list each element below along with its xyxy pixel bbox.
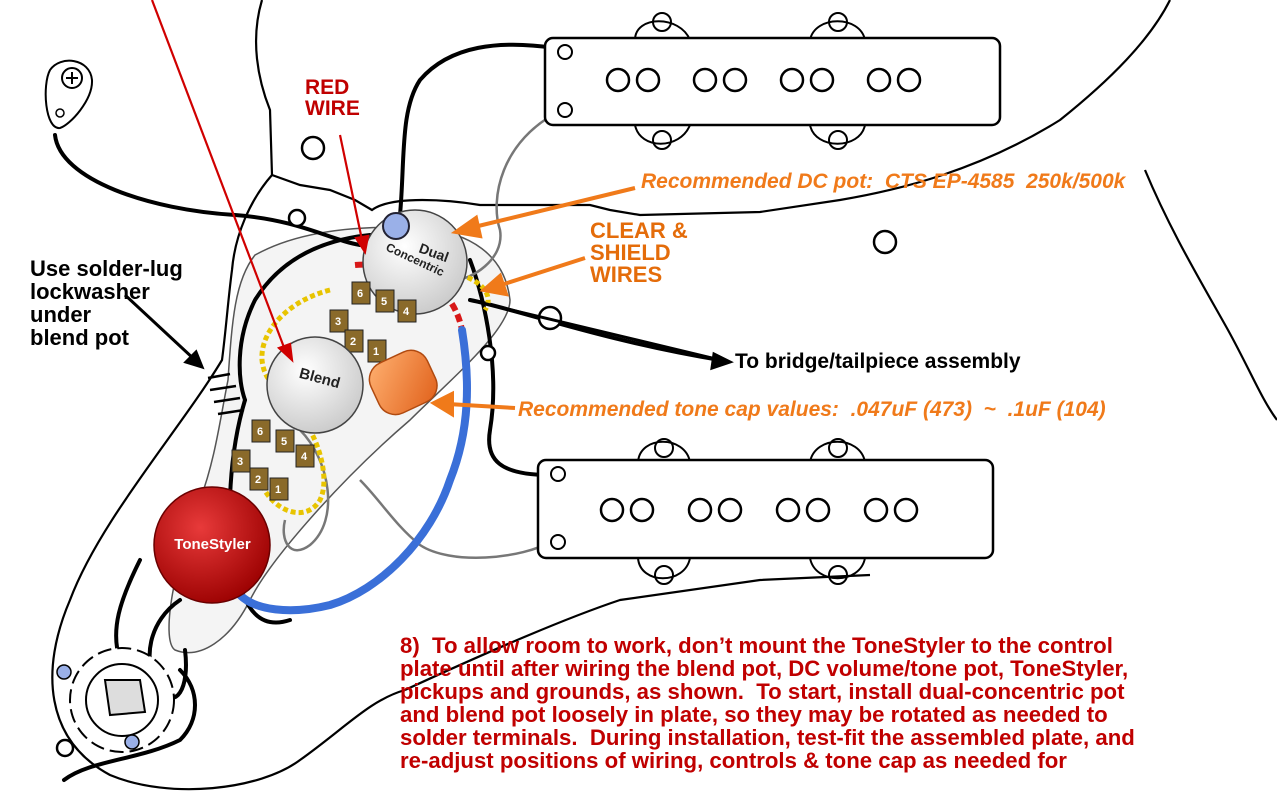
tonestyler: [153, 486, 271, 604]
blend-terminal-1: 1: [275, 484, 281, 496]
blend-pot: [266, 336, 364, 434]
dual-pot-terminals: 6 5 4 3 2 1: [329, 281, 417, 363]
dual-terminal-6: 6: [357, 288, 363, 300]
clear-shield-label: CLEAR & SHIELD WIRES: [590, 218, 688, 287]
bridge-label: To bridge/tailpiece assembly: [735, 350, 1021, 373]
dual-terminal-4: 4: [403, 306, 410, 318]
ground-lug: [44, 59, 94, 129]
blend-terminal-6: 6: [257, 426, 263, 438]
dual-terminal-3: 3: [335, 316, 341, 328]
black-arrows: [123, 293, 734, 371]
bridge-pickup: [536, 438, 995, 585]
tone-cap-label: Recommended tone cap values: .047uF (473…: [518, 398, 1106, 421]
lockwasher-label: Use solder-lug lockwasher under blend po…: [30, 256, 183, 351]
orange-arrows: [429, 186, 636, 418]
blue-wire: [236, 326, 471, 615]
blend-terminal-5: 5: [281, 436, 287, 448]
lockwasher-symbol: [207, 372, 245, 416]
neck-pickup: [543, 12, 1002, 150]
red-arrows: [150, 0, 370, 363]
dual-terminal-2: 2: [350, 336, 356, 348]
tone-capacitor: [368, 349, 438, 416]
dual-terminal-1: 1: [373, 346, 379, 358]
red-wire-label: RED WIRE: [305, 76, 360, 120]
dual-terminal-5: 5: [381, 296, 387, 308]
output-jack: [56, 647, 175, 753]
tonestyler-label: ToneStyler: [174, 536, 251, 553]
dc-pot-label: Recommended DC pot: CTS EP-4585 250k/500…: [641, 170, 1126, 193]
pickguard-outline: [51, 0, 1277, 791]
screw-holes: [55, 135, 898, 758]
blend-pot-terminals: 6 5 4 3 2 1: [231, 419, 315, 501]
blend-terminal-4: 4: [301, 451, 308, 463]
dual-concentric-pot: [362, 209, 468, 315]
instructions-text: 8) To allow room to work, don’t mount th…: [400, 633, 1135, 773]
blend-terminal-2: 2: [255, 474, 261, 486]
blend-terminal-3: 3: [237, 456, 243, 468]
